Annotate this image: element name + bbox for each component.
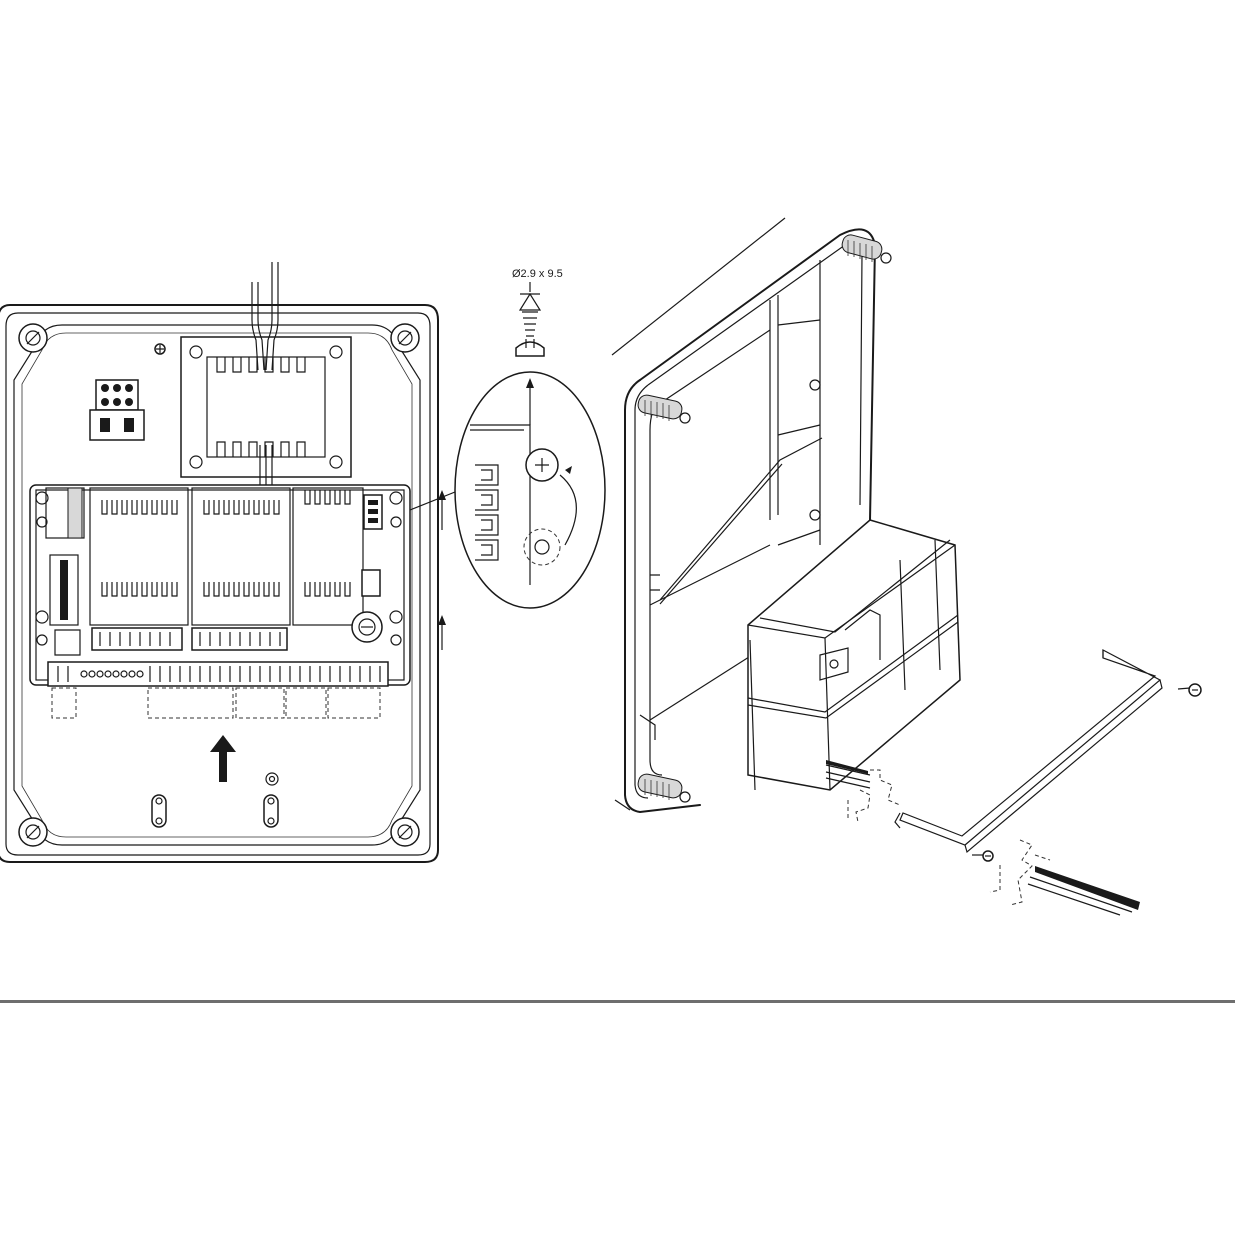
- mounting-bolt-icon: [637, 773, 691, 803]
- screw-icon: [154, 343, 166, 355]
- corner-screw-icon: [18, 817, 48, 847]
- corner-screw-icon: [18, 323, 48, 353]
- earth-terminal-block: [89, 379, 145, 441]
- mounting-hole: [265, 772, 279, 786]
- screw-icon: [515, 282, 545, 357]
- mounting-bolt-icon: [841, 234, 892, 264]
- cable-wires: [251, 262, 279, 500]
- enclosure-front-view: [0, 262, 446, 863]
- screw-icon: [1177, 683, 1202, 697]
- screw-detail-callout: [409, 371, 606, 609]
- screw-spec-label: Ø2.9 x 9.5: [512, 268, 563, 280]
- mounting-slot: [263, 794, 279, 828]
- mounting-bracket: [894, 649, 1163, 854]
- mounting-slot: [151, 794, 167, 828]
- control-board: [29, 484, 411, 719]
- corner-screw-icon: [390, 817, 420, 847]
- section-divider: [0, 1000, 1235, 1003]
- control-unit-box: [747, 519, 961, 791]
- up-arrow-icon: [438, 615, 446, 650]
- screw-icon: [972, 850, 994, 862]
- insert-direction-arrow-icon: [210, 735, 236, 782]
- mounting-bolt-icon: [637, 394, 691, 424]
- cable: [825, 760, 901, 823]
- cable-conduit: [989, 839, 1140, 916]
- corner-screw-icon: [390, 323, 420, 353]
- enclosure-perspective-view: [611, 217, 1202, 916]
